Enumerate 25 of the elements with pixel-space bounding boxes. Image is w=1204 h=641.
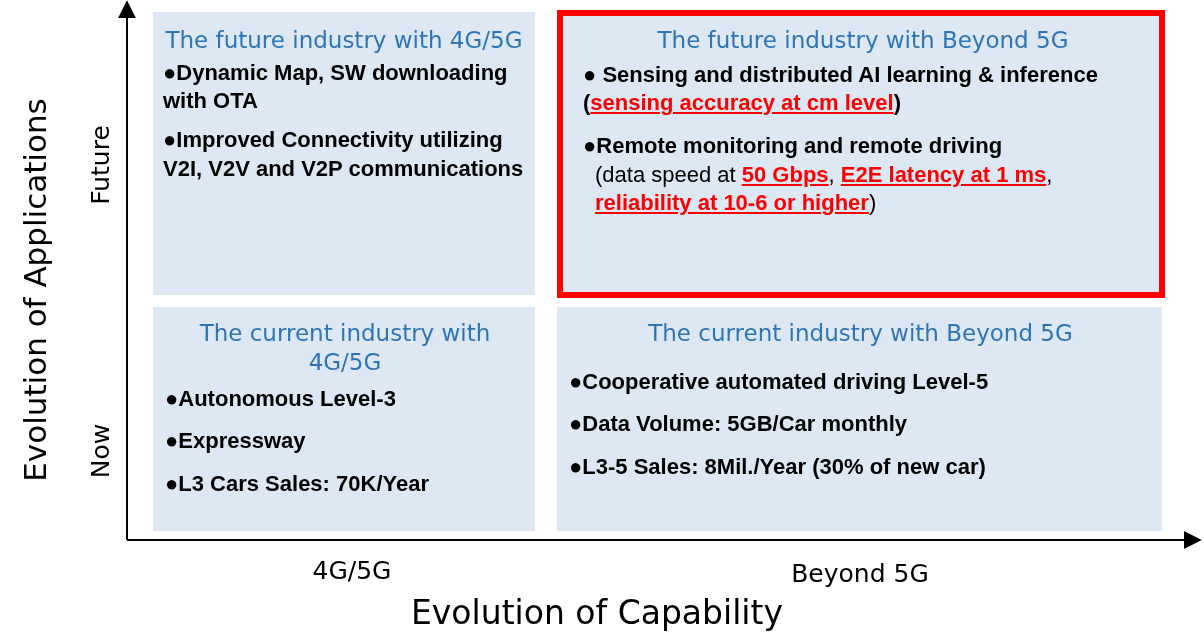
quadrant-heading: The current industry with 4G/5G [198, 319, 492, 377]
bullet-text: ●Expressway [165, 427, 307, 456]
bullet-text: ● Sensing and distributed AI learning & inference (sensing accuracy at cm level) [583, 60, 1099, 118]
axis-title: Evolution of Capability [411, 592, 783, 632]
quadrant-heading: The future industry with 4G/5G [164, 26, 524, 55]
axis-tick-label: Now [85, 423, 115, 479]
bullet-text: ●Dynamic Map, SW downloading with OTA [163, 58, 509, 116]
bullet-text: ●Improved Connectivity utilizing V2I, V2V and V2P communications [163, 125, 525, 183]
quadrant-box [557, 307, 1162, 531]
bullet-text: ●Autonomous Level-3 [165, 384, 397, 413]
axis-title: Evolution of Applications [17, 98, 53, 482]
bullet-text: (data speed at 50 Gbps, E2E latency at 1 ms, reliability at 10-6 or higher) [594, 160, 1054, 218]
bullet-text: ●Data Volume: 5GB/Car monthly [569, 410, 909, 439]
highlighted-quadrant-box [557, 10, 1165, 298]
bullet-text: ●Cooperative automated driving Level-5 [569, 367, 990, 396]
bullet-text: ●L3 Cars Sales: 70K/Year [165, 469, 430, 498]
quadrant-box [153, 12, 535, 295]
quadrant-heading: The current industry with Beyond 5G [647, 319, 1074, 348]
bullet-text: ●L3-5 Sales: 8Mil./Year (30% of new car) [569, 452, 987, 481]
quadrant-box [153, 307, 535, 531]
axis-tick-label: 4G/5G [312, 555, 392, 585]
bullet-text: ●Remote monitoring and remote driving [583, 131, 1004, 160]
axis-tick-label: Beyond 5G [791, 558, 929, 588]
axis-tick-label: Future [85, 125, 115, 205]
quadrant-heading: The future industry with Beyond 5G [656, 26, 1070, 55]
